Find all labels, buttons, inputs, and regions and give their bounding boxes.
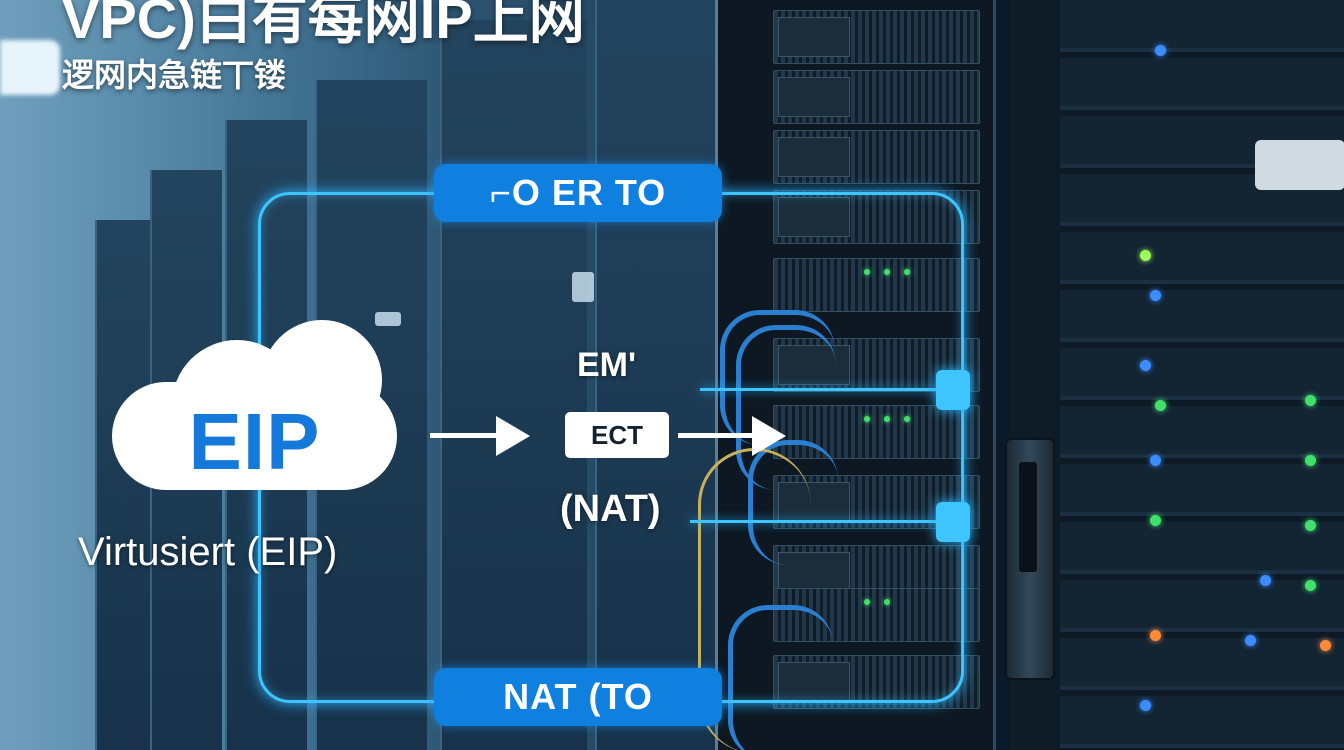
- connector-node: [936, 502, 970, 542]
- server-unit: [773, 258, 980, 312]
- server-unit: [773, 10, 980, 64]
- status-led: [1140, 360, 1151, 371]
- network-cable: [736, 325, 836, 490]
- rack-door-handle: [1005, 438, 1055, 680]
- eip-cloud-label: EIP: [188, 397, 321, 486]
- server-unit: [773, 70, 980, 124]
- status-led: [1155, 45, 1166, 56]
- status-led: [1140, 700, 1151, 711]
- status-led: [1150, 630, 1161, 641]
- page-subtitle: 逻网内急链丅镂: [62, 57, 287, 93]
- right-rack-panel: [1255, 140, 1344, 190]
- eip-cloud: EIP: [112, 320, 397, 490]
- background-rack: [440, 20, 594, 750]
- status-led: [1150, 515, 1161, 526]
- status-led: [1305, 395, 1316, 406]
- network-cable: [720, 310, 835, 445]
- status-led: [1155, 400, 1166, 411]
- status-led: [1150, 455, 1161, 466]
- network-cable: [728, 605, 833, 750]
- ect-box: ECT: [565, 412, 669, 458]
- status-led: [1305, 580, 1316, 591]
- status-led: [1260, 575, 1271, 586]
- status-led: [1150, 290, 1161, 301]
- status-led: [1140, 250, 1151, 261]
- arrow-right-icon: [752, 416, 786, 456]
- nat-middle-label: (NAT): [560, 488, 661, 530]
- middle-top-label: EM': [577, 346, 637, 384]
- server-unit: [773, 130, 980, 184]
- connector-line: [690, 520, 960, 523]
- status-led: [1245, 635, 1256, 646]
- status-led: [1305, 520, 1316, 531]
- status-led: [1305, 455, 1316, 466]
- cloud-shape: [262, 320, 382, 440]
- ceiling-light: [0, 40, 60, 95]
- eip-caption: Virtusiert (EIP): [78, 530, 338, 574]
- arrow-right-icon: [678, 433, 758, 438]
- nat-label: NAT (TO: [434, 668, 722, 726]
- status-led: [1320, 640, 1331, 651]
- router-label: ⌐O ER TO: [434, 164, 722, 222]
- arrow-right-icon: [496, 416, 530, 456]
- page-title: VPC)白有每网IP上网: [62, 0, 585, 50]
- connector-node: [936, 370, 970, 410]
- right-server-rack: [1060, 0, 1344, 750]
- arrow-right-icon: [430, 433, 500, 438]
- connector-line: [700, 388, 960, 391]
- background-rack: [595, 0, 717, 750]
